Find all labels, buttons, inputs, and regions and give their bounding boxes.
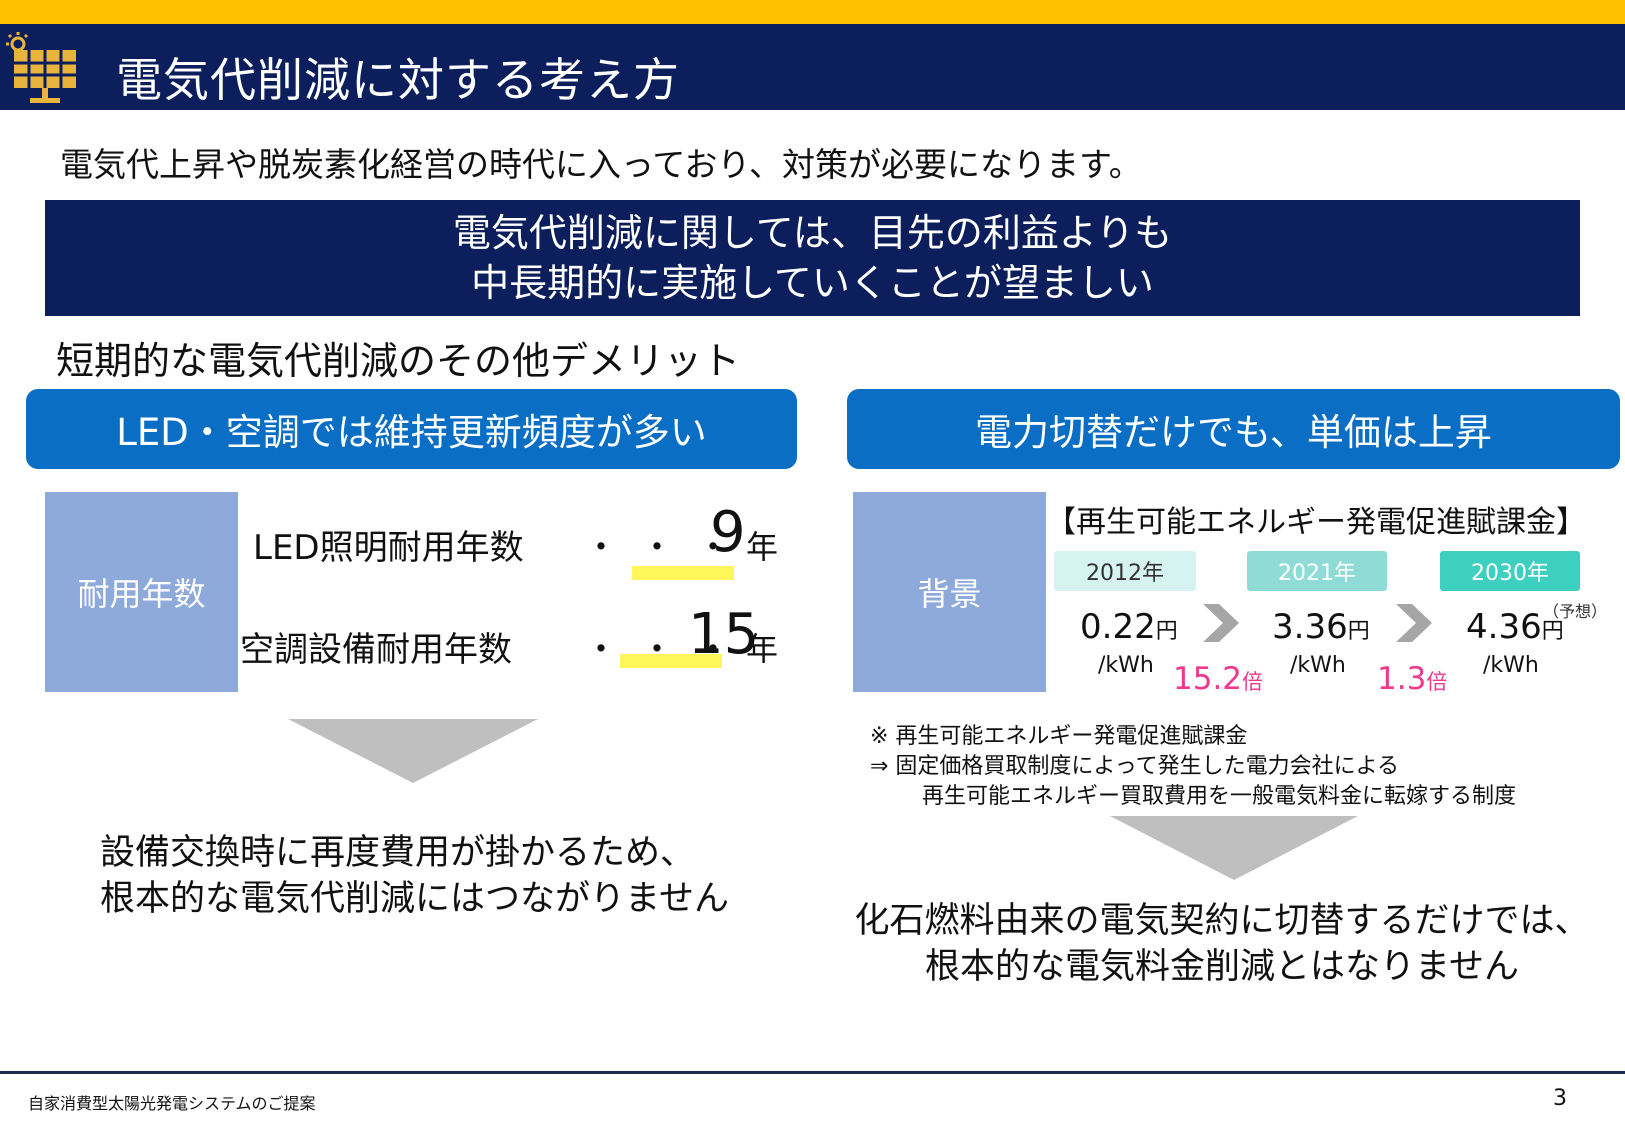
led-lifespan-unit: 年 (746, 528, 779, 566)
note-line-1: ※ 再生可能エネルギー発電促進賦課金 (870, 724, 1248, 749)
page-title: 電気代削減に対する考え方 (116, 53, 680, 107)
ac-lifespan-unit: 年 (746, 630, 779, 668)
page-number: 3 (1553, 1086, 1567, 1111)
price-2012: 0.22円 (1080, 607, 1178, 647)
forecast-note: （予想） (1543, 602, 1608, 621)
led-lifespan-value: 9 (710, 500, 746, 565)
lifespan-label: 耐用年数 (45, 492, 238, 692)
down-arrow-icon (1110, 816, 1358, 880)
right-conclusion-line-1: 化石燃料由来の電気契約に切替するだけでは、 (854, 901, 1590, 941)
per-kwh-2021: /kWh (1290, 653, 1346, 678)
led-lifespan-label: LED照明耐用年数 (253, 528, 524, 568)
price-2021: 3.36円 (1272, 607, 1370, 647)
ratio-2012-2021: 15.2倍 (1173, 661, 1264, 697)
year-badge-2030: 2030年 (1440, 551, 1580, 591)
header-bar (0, 24, 1625, 110)
left-conclusion-line-1: 設備交換時に再度費用が掛かるため、 (100, 833, 696, 873)
left-conclusion-2: 根本的な電気代削減にはつながりません (100, 876, 780, 922)
right-conclusion: 化石燃料由来の電気契約に切替するだけでは、 根本的な電気料金削減とはなりません (832, 898, 1612, 990)
ratio-2021-2030: 1.3倍 (1377, 661, 1448, 697)
lead-text: 電気代上昇や脱炭素化経営の時代に入っており、対策が必要になります。 (60, 145, 1142, 184)
banner-line-1: 電気代削減に関しては、目先の利益よりも (452, 211, 1173, 255)
note-line-2: ⇒ 固定価格買取制度によって発生した電力会社による (870, 754, 1400, 779)
price-2030: 4.36円 (1466, 607, 1564, 647)
chevron-right-icon (1203, 604, 1239, 642)
footer-text: 自家消費型太陽光発電システムのご提案 (28, 1094, 316, 1113)
left-conclusion: 設備交換時に再度費用が掛かるため、 (100, 830, 696, 876)
background-label: 背景 (853, 492, 1046, 692)
banner-line-2: 中長期的に実施していくことが望ましい (471, 261, 1154, 305)
ac-lifespan-value: 15 (688, 602, 760, 667)
right-conclusion-line-2: 根本的な電気料金削減とはなりません (925, 947, 1519, 987)
ac-lifespan-label: 空調設備耐用年数 (240, 630, 512, 670)
highlight-marker (632, 566, 734, 580)
year-badge-2012: 2012年 (1054, 551, 1196, 591)
highlight-marker (620, 654, 722, 668)
year-badge-2021: 2021年 (1247, 551, 1387, 591)
note-line-3: 再生可能エネルギー買取費用を一般電気料金に転嫁する制度 (922, 784, 1517, 809)
right-section-header: 電力切替だけでも、単価は上昇 (847, 389, 1620, 469)
chevron-right-icon (1396, 604, 1432, 642)
section-subheading: 短期的な電気代削減のその他デメリット (56, 339, 741, 383)
left-conclusion-line-2: 根本的な電気代削減にはつながりません (100, 879, 729, 919)
levy-title: 【再生可能エネルギー発電促進賦課金】 (1046, 505, 1586, 540)
solar-panel-icon (6, 32, 76, 103)
down-arrow-icon (288, 719, 538, 783)
per-kwh-2012: /kWh (1098, 653, 1154, 678)
left-section-header: LED・空調では維持更新頻度が多い (26, 389, 797, 469)
key-message-banner: 電気代削減に関しては、目先の利益よりも 中長期的に実施していくことが望ましい (45, 200, 1580, 316)
leader-dots: ・・・ (584, 528, 752, 568)
footer-divider (0, 1071, 1625, 1074)
leader-dots: ・・・ (584, 630, 752, 670)
top-accent-bar (0, 0, 1625, 24)
per-kwh-2030: /kWh (1483, 653, 1539, 678)
